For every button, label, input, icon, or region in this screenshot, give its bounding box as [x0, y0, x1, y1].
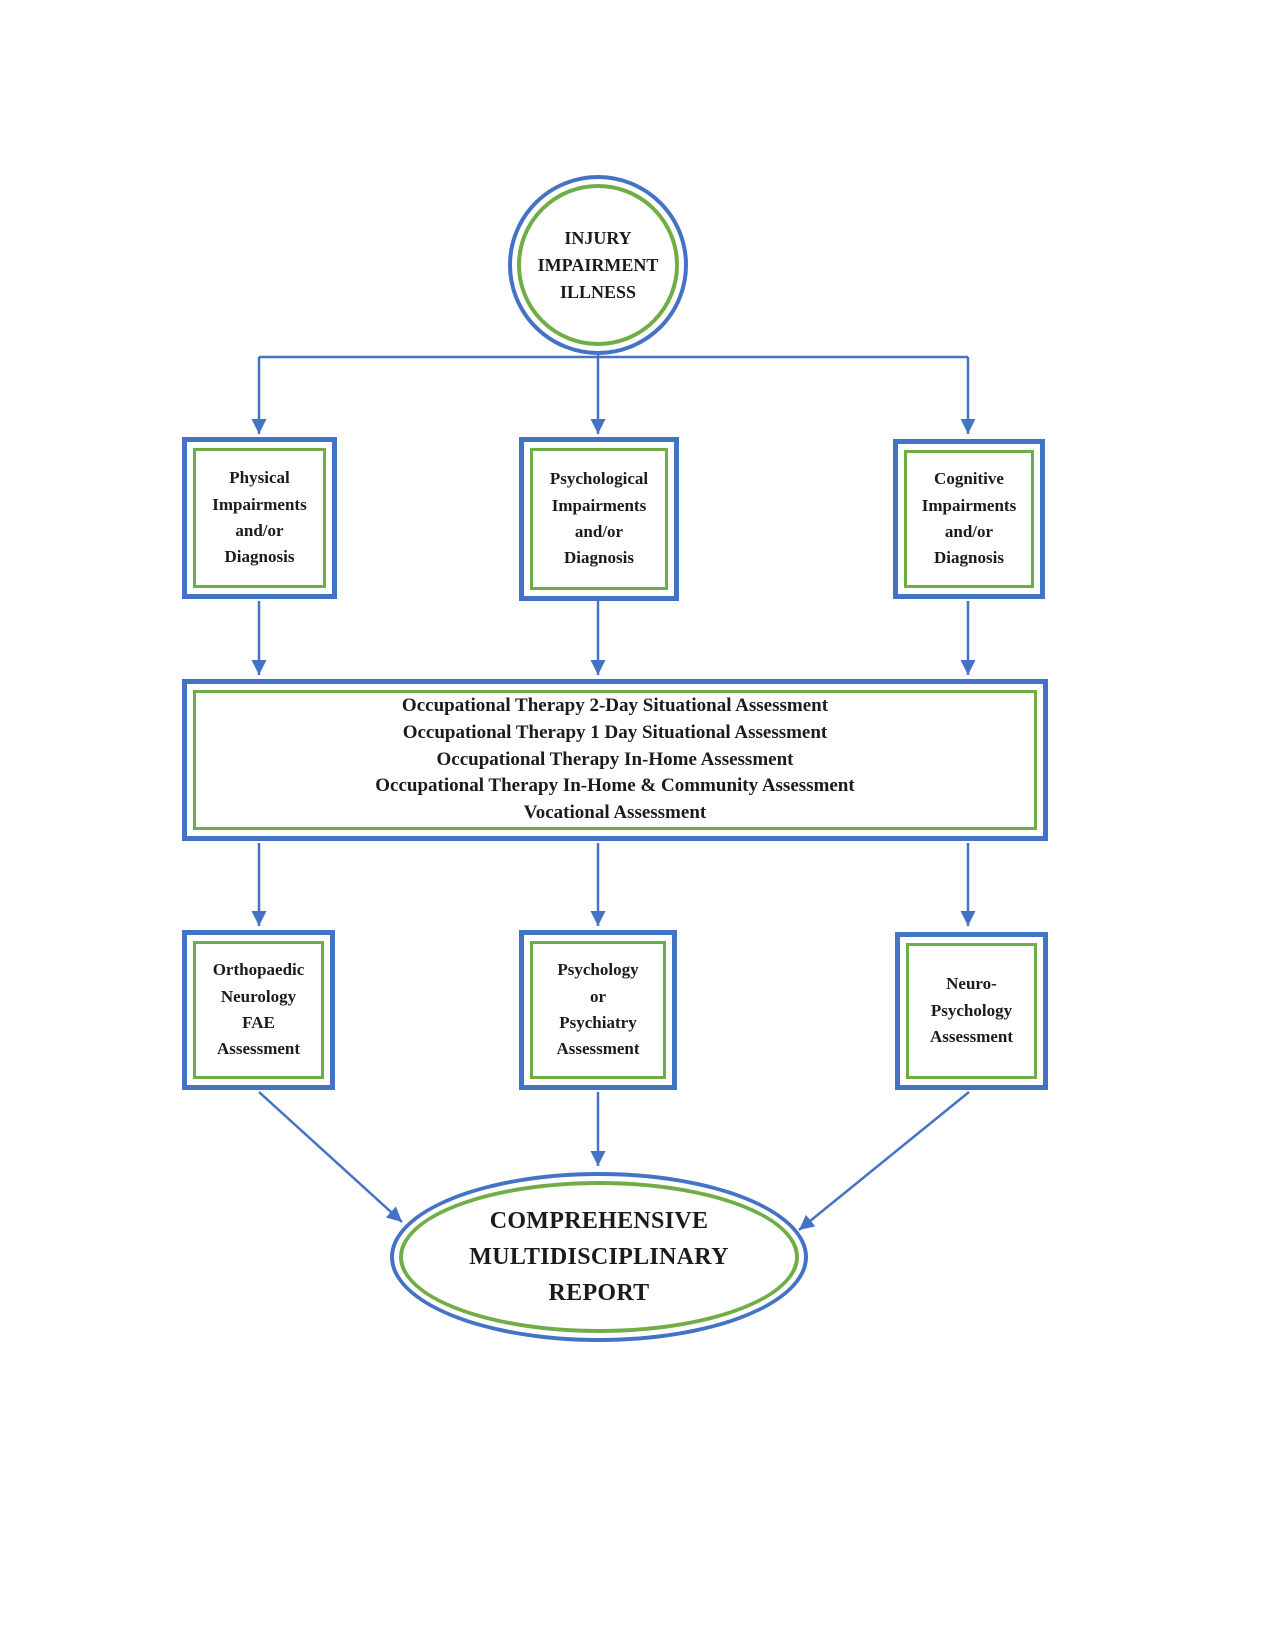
- node-cognitive-impairments: Cognitive Impairments and/or Diagnosis: [893, 439, 1045, 599]
- node-text: Psychological Impairments and/or Diagnos…: [550, 466, 648, 571]
- node-text: Psychology or Psychiatry Assessment: [556, 957, 639, 1062]
- node-psychology-psychiatry: Psychology or Psychiatry Assessment: [519, 930, 677, 1090]
- node-line: IMPAIRMENT: [537, 254, 659, 275]
- node-line: FAE: [242, 1013, 275, 1032]
- node-line: and/or: [944, 522, 994, 541]
- node-line: Diagnosis: [934, 548, 1004, 568]
- node-text: Cognitive Impairments and/or Diagnosis: [922, 466, 1016, 571]
- node-comprehensive-report: COMPREHENSIVE MULTIDISCIPLINARY REPORT: [390, 1172, 808, 1342]
- node-line: Neuro-: [946, 974, 997, 994]
- node-line: Impairments: [921, 495, 1017, 515]
- node-text: INJURY IMPAIRMENT ILLNESS: [538, 225, 659, 306]
- node-text: COMPREHENSIVE MULTIDISCIPLINARY REPORT: [469, 1203, 728, 1311]
- node-line: Physical: [229, 468, 290, 488]
- node-line: Occupational Therapy 1 Day Situational A…: [402, 721, 828, 743]
- node-line: INJURY: [564, 227, 632, 248]
- arrow-orthopaedic-to-report: [258, 1091, 403, 1223]
- node-line: and/or: [574, 522, 624, 541]
- node-line: REPORT: [548, 1280, 650, 1306]
- node-line: Cognitive: [934, 469, 1004, 489]
- node-line: Assessment: [556, 1039, 640, 1059]
- node-line: Diagnosis: [564, 548, 634, 568]
- arrow-neuropsychology-to-report: [798, 1091, 970, 1231]
- node-injury-impairment-illness: INJURY IMPAIRMENT ILLNESS: [508, 175, 688, 355]
- node-line: Occupational Therapy In-Home Assessment: [436, 748, 794, 770]
- node-line: Assessment: [216, 1039, 301, 1059]
- node-line: MULTIDISCIPLINARY: [469, 1244, 729, 1270]
- node-line: Diagnosis: [224, 547, 295, 567]
- node-line: or: [589, 986, 607, 1006]
- node-occupational-therapy-assessments: Occupational Therapy 2-Day Situational A…: [182, 679, 1048, 841]
- node-text: Physical Impairments and/or Diagnosis: [212, 465, 306, 570]
- node-line: Orthopaedic: [212, 960, 305, 980]
- node-text: Occupational Therapy 2-Day Situational A…: [375, 693, 854, 828]
- node-line: Psychology: [557, 960, 639, 980]
- node-orthopaedic-neurology-fae: Orthopaedic Neurology FAE Assessment: [182, 930, 335, 1090]
- node-line: Psychological: [549, 469, 649, 489]
- node-text: Neuro- Psychology Assessment: [930, 971, 1013, 1050]
- node-physical-impairments: Physical Impairments and/or Diagnosis: [182, 437, 337, 599]
- node-text: Orthopaedic Neurology FAE Assessment: [213, 957, 305, 1062]
- node-line: Impairments: [212, 494, 307, 514]
- node-line: Occupational Therapy In-Home & Community…: [375, 775, 855, 797]
- node-neuro-psychology: Neuro- Psychology Assessment: [895, 932, 1048, 1090]
- node-line: Occupational Therapy 2-Day Situational A…: [401, 694, 829, 716]
- node-line: Impairments: [551, 495, 647, 515]
- node-line: Psychology: [930, 1000, 1013, 1020]
- node-psychological-impairments: Psychological Impairments and/or Diagnos…: [519, 437, 679, 601]
- node-line: ILLNESS: [559, 281, 637, 302]
- node-line: and/or: [235, 521, 284, 540]
- node-line: COMPREHENSIVE: [489, 1208, 709, 1234]
- node-line: Neurology: [220, 986, 297, 1006]
- node-line: Vocational Assessment: [523, 802, 707, 824]
- node-line: Psychiatry: [559, 1013, 637, 1032]
- node-line: Assessment: [929, 1027, 1014, 1047]
